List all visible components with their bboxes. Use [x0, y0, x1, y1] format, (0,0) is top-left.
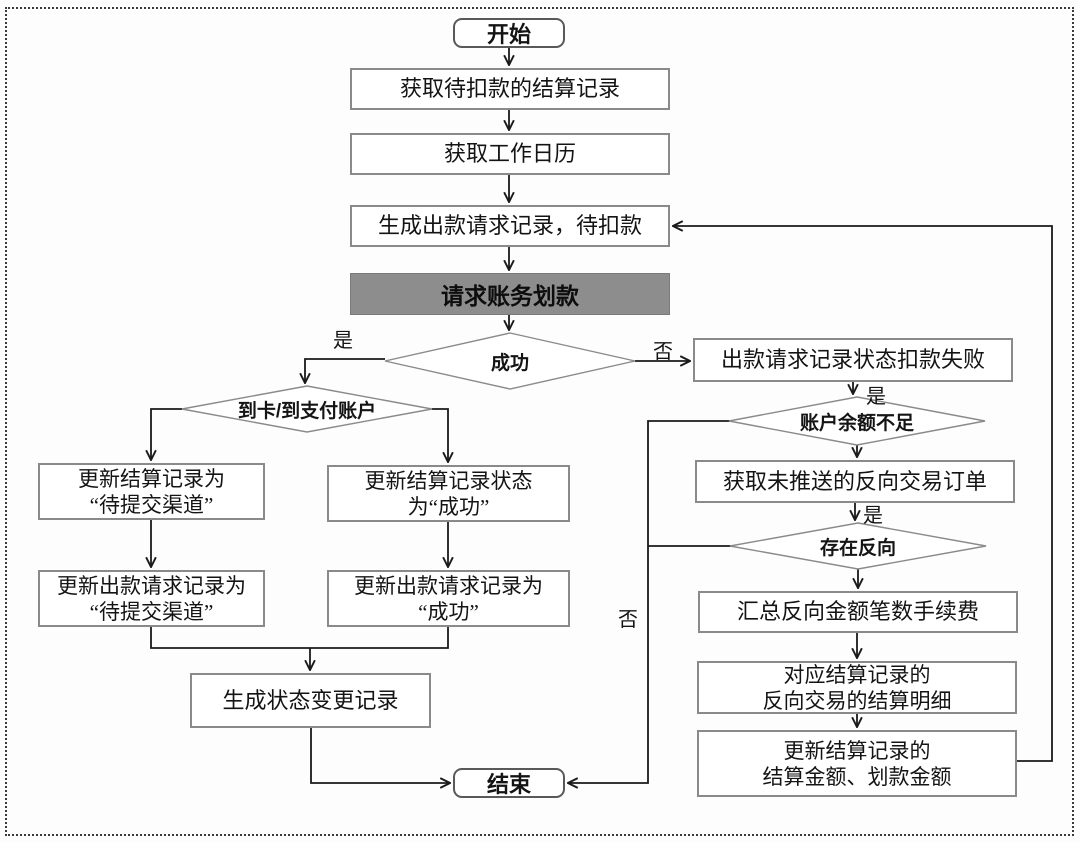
update-settlement-amounts-node: 更新结算记录的 结算金额、划款金额: [697, 730, 1017, 797]
node-text-line: “成功”: [418, 599, 479, 624]
node-text-line: 更新结算记录为: [78, 466, 225, 491]
start-node: 开始: [453, 18, 565, 48]
fetch-work-calendar-node: 获取工作日历: [350, 133, 670, 175]
node-text-line: 更新结算记录状态: [364, 468, 533, 493]
update-payout-request-to-pending-channel-node: 更新出款请求记录为 “待提交渠道”: [38, 570, 265, 627]
fetch-settlement-records-node: 获取待扣款的结算记录: [350, 68, 670, 110]
generate-payout-request-node: 生成出款请求记录，待扣款: [350, 205, 670, 247]
node-text-line: 更新结算记录的: [783, 738, 931, 763]
generate-status-change-record-node: 生成状态变更记录: [190, 673, 431, 728]
node-text-line: 结算金额、划款金额: [762, 764, 952, 789]
node-text-line: 更新出款请求记录为: [354, 573, 543, 598]
fetch-unpushed-reverse-orders-node: 获取未推送的反向交易订单: [695, 460, 1015, 503]
node-text-line: 更新出款请求记录为: [57, 573, 246, 598]
update-payout-request-success-node: 更新出款请求记录为 “成功”: [327, 570, 570, 627]
request-account-transfer-node: 请求账务划款: [350, 273, 670, 315]
end-node: 结束: [453, 768, 565, 798]
update-settlement-to-pending-channel-node: 更新结算记录为 “待提交渠道”: [38, 463, 265, 520]
node-text-line: “待提交渠道”: [89, 599, 214, 624]
node-text-line: 反向交易的结算明细: [762, 688, 952, 713]
node-text-line: “待提交渠道”: [89, 492, 214, 517]
payout-request-deduction-failed-node: 出款请求记录状态扣款失败: [693, 338, 1013, 382]
node-text-line: 对应结算记录的: [783, 662, 931, 687]
update-settlement-status-success-node: 更新结算记录状态 为“成功”: [327, 465, 570, 522]
node-text-line: 为“成功”: [407, 494, 490, 519]
reverse-settlement-detail-node: 对应结算记录的 反向交易的结算明细: [697, 661, 1017, 714]
sum-reverse-amount-count-fee-node: 汇总反向金额笔数手续费: [698, 591, 1018, 633]
